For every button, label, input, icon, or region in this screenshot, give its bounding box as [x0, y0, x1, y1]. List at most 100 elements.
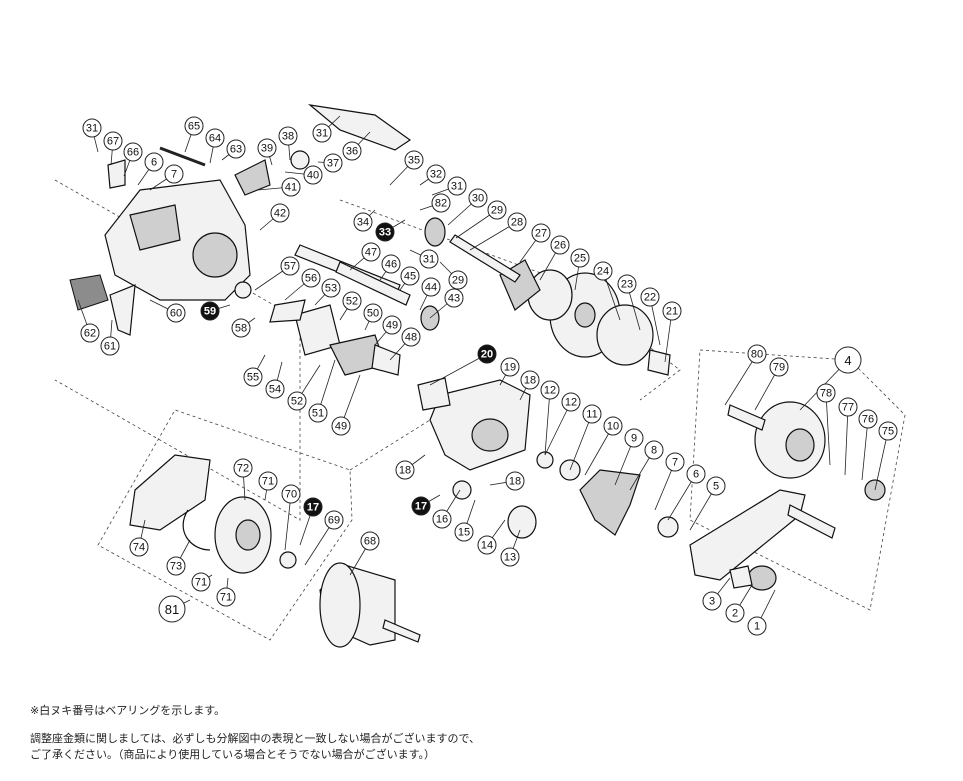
label-circle	[233, 458, 253, 478]
label-circle	[270, 203, 290, 223]
label-circle	[243, 367, 263, 387]
part-label-17: 17	[411, 496, 431, 516]
washer-5	[657, 516, 679, 538]
cover-62	[69, 274, 109, 311]
part-label-46: 46	[381, 254, 401, 274]
part-label-41: 41	[281, 177, 301, 197]
part-label-6: 6	[144, 152, 164, 172]
part-label-47: 47	[361, 242, 381, 262]
pin-65	[159, 146, 206, 167]
label-circle	[144, 152, 164, 172]
label-number: 33	[379, 227, 391, 239]
label-circle	[706, 476, 726, 496]
label-circle	[301, 268, 321, 288]
part-label-71: 71	[258, 471, 278, 491]
part-label-25: 25	[570, 248, 590, 268]
label-number: 80	[751, 349, 763, 361]
label-circle	[184, 116, 204, 136]
thumb-bar	[307, 104, 412, 151]
drive-gear-hub	[574, 302, 596, 328]
label-number: 30	[472, 193, 484, 205]
part-label-59: 59	[200, 301, 220, 321]
label-number: 65	[188, 121, 200, 133]
part-label-74: 74	[129, 537, 149, 557]
label-number: 64	[209, 133, 221, 145]
label-number: 69	[328, 515, 340, 527]
part-label-79: 79	[769, 357, 789, 377]
knob-shaft-79	[727, 404, 766, 431]
part-label-54: 54	[265, 379, 285, 399]
label-circle	[321, 278, 341, 298]
label-number: 31	[316, 128, 328, 140]
part-label-21: 21	[662, 301, 682, 321]
label-circle	[520, 370, 540, 390]
label-number: 6	[151, 157, 157, 169]
label-number: 42	[274, 208, 286, 220]
label-circle	[487, 200, 507, 220]
label-circle	[858, 409, 878, 429]
label-number: 45	[404, 271, 416, 283]
part-label-24: 24	[593, 261, 613, 281]
part-label-18: 18	[520, 370, 540, 390]
label-number: 41	[285, 182, 297, 194]
part-label-71: 71	[216, 587, 236, 607]
label-number: 12	[544, 385, 556, 397]
part-label-31: 31	[82, 118, 102, 138]
label-number: 10	[607, 421, 619, 433]
label-circle	[191, 572, 211, 592]
label-number: 66	[127, 147, 139, 159]
part-label-2: 2	[725, 603, 745, 623]
part-label-29: 29	[487, 200, 507, 220]
part-label-36: 36	[342, 141, 362, 161]
label-number: 52	[346, 296, 358, 308]
spool-flange	[319, 562, 361, 648]
label-number: 59	[204, 306, 216, 318]
label-circle	[561, 392, 581, 412]
label-number: 6	[693, 469, 699, 481]
label-number: 32	[430, 169, 442, 181]
part-label-26: 26	[550, 235, 570, 255]
part-label-31: 31	[419, 249, 439, 269]
part-label-82: 82	[431, 193, 451, 213]
part-label-70: 70	[281, 484, 301, 504]
label-number: 49	[335, 421, 347, 433]
part-label-23: 23	[617, 274, 637, 294]
part-label-7: 7	[164, 164, 184, 184]
part-label-64: 64	[205, 128, 225, 148]
part-label-53: 53	[321, 278, 341, 298]
label-circle	[324, 510, 344, 530]
side-frame-bearing	[471, 418, 509, 452]
label-circle	[507, 212, 527, 232]
label-circle	[395, 460, 415, 480]
label-circle	[404, 150, 424, 170]
label-circle	[411, 496, 431, 516]
label-circle	[686, 464, 706, 484]
label-circle	[164, 164, 184, 184]
label-circle	[421, 277, 441, 297]
bearing-70	[279, 551, 297, 569]
part-label-45: 45	[400, 266, 420, 286]
part-label-11: 11	[582, 404, 602, 424]
label-circle	[400, 266, 420, 286]
label-number: 12	[565, 397, 577, 409]
part-label-58: 58	[231, 318, 251, 338]
pinion-shaft	[335, 261, 411, 306]
sideplate-74	[129, 454, 211, 531]
nut-13	[507, 505, 537, 539]
brake-hub	[235, 519, 261, 551]
label-number: 29	[491, 205, 503, 217]
part-label-67: 67	[103, 131, 123, 151]
label-circle	[838, 397, 858, 417]
label-number: 76	[862, 414, 874, 426]
label-circle	[363, 303, 383, 323]
label-circle	[500, 547, 520, 567]
label-circle	[665, 452, 685, 472]
label-number: 57	[284, 261, 296, 273]
part-label-27: 27	[531, 223, 551, 243]
label-number: 13	[504, 552, 516, 564]
label-circle	[303, 497, 323, 517]
label-circle	[342, 141, 362, 161]
part-label-31: 31	[447, 176, 467, 196]
label-number: 71	[262, 476, 274, 488]
